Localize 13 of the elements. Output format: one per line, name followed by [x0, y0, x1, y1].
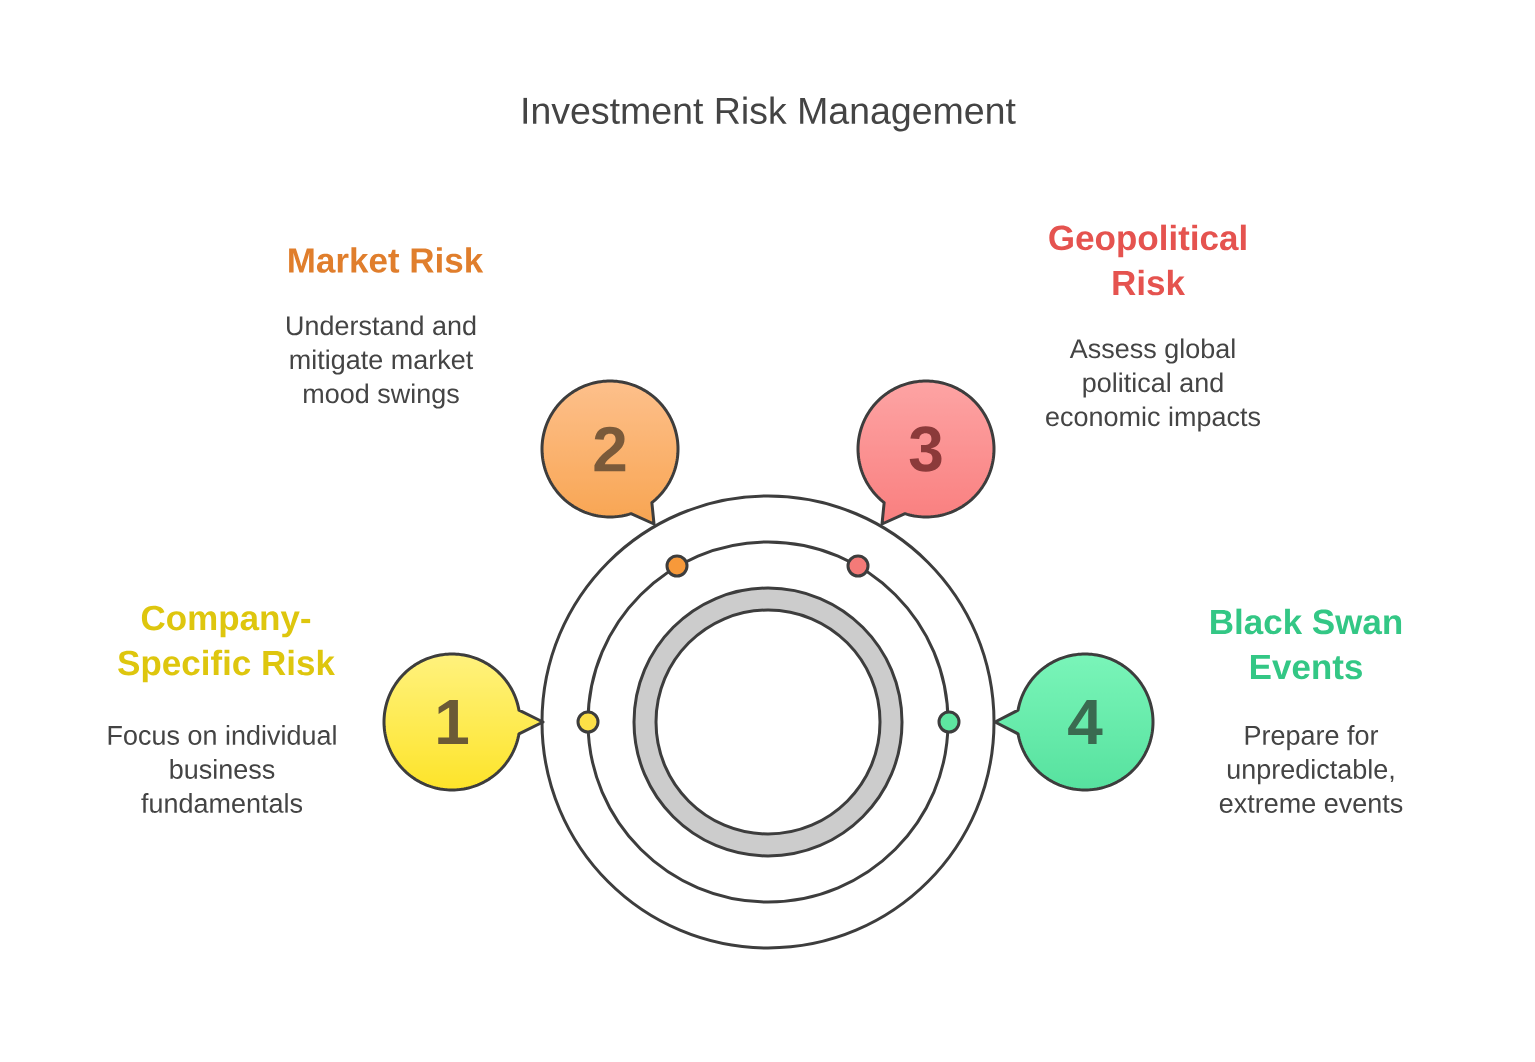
- speech-bubble: 4: [993, 652, 1155, 792]
- speech-bubble: 3: [856, 379, 996, 526]
- description: Focus on individual business fundamentals: [108, 725, 336, 813]
- speech-bubble: 1: [382, 652, 545, 792]
- heading: Geopolitical Risk: [1049, 224, 1246, 296]
- heading: Company-Specific Risk: [118, 605, 335, 683]
- title: Investment Risk Management: [523, 96, 1016, 132]
- heading: Market Risk: [289, 247, 484, 273]
- description: Prepare for unpredictable, extreme events: [1219, 725, 1403, 813]
- description: Understand and mitigate market mood swings: [287, 315, 476, 409]
- speech-bubble: 2: [540, 379, 680, 526]
- heading: Black Swan Events: [1211, 608, 1402, 680]
- description: Assess global political and economic impacts: [1046, 338, 1260, 432]
